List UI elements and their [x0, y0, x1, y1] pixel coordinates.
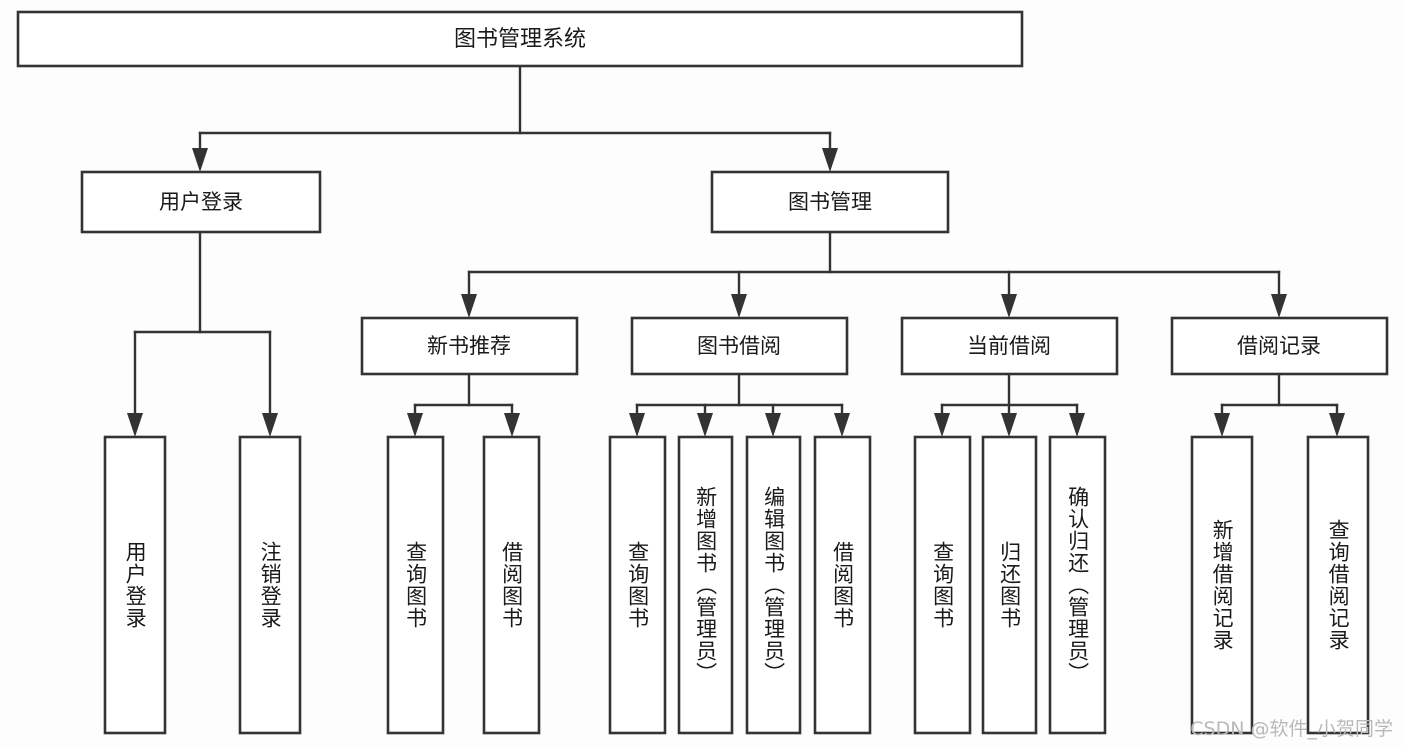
csdn-watermark: CSDN @软件_小贺同学 [1190, 718, 1393, 740]
arrow-head-leaf-edit-book [765, 413, 781, 437]
node-leaf-return-book[interactable] [981, 435, 1038, 735]
connector-group-root [192, 64, 838, 172]
arrow-head-leaf-query-record [1329, 413, 1345, 437]
node-current-borrow-label: 当前借阅 [967, 334, 1051, 358]
node-leaf-confirm-return[interactable] [1048, 435, 1107, 735]
arrow-head-current-borrow [1001, 294, 1017, 318]
arrow-head-leaf-query-book-3 [934, 413, 950, 437]
arrow-head-leaf-query-book-1 [407, 413, 423, 437]
arrow-head-leaf-return-book [1001, 413, 1017, 437]
node-book-borrow-label: 图书借阅 [697, 334, 781, 358]
arrow-head-leaf-add-record [1214, 413, 1230, 437]
arrow-head-leaf-confirm-return [1069, 413, 1085, 437]
node-leaf-query-book-1[interactable] [386, 435, 445, 735]
node-book-manage[interactable] [710, 170, 950, 234]
node-leaf-edit-book[interactable] [745, 435, 802, 735]
node-new-book-rec-label: 新书推荐 [427, 334, 511, 358]
connector-group-book-manage [461, 230, 1287, 318]
node-leaf-query-book-3[interactable] [913, 435, 972, 735]
connector-group-user-login [127, 230, 278, 437]
node-leaf-borrow-book-2[interactable] [813, 435, 872, 735]
connector-group-borrow-record [1214, 372, 1345, 437]
node-leaf-borrow-book-1[interactable] [482, 435, 541, 735]
connector-group-new-book-rec [407, 372, 520, 437]
arrow-head-leaf-query-book-2 [629, 413, 645, 437]
node-leaf-add-book[interactable] [677, 435, 734, 735]
arrow-head-book-manage [822, 148, 838, 172]
arrow-head-leaf-borrow-book-1 [504, 413, 520, 437]
arrow-head-borrow-record [1271, 294, 1287, 318]
node-root[interactable] [16, 10, 1024, 68]
arrow-head-new-book-rec [461, 294, 477, 318]
node-borrow-record[interactable] [1170, 316, 1389, 376]
arrow-head-leaf-add-book [697, 413, 713, 437]
node-new-book-rec[interactable] [360, 316, 579, 376]
node-leaf-query-book-2[interactable] [608, 435, 667, 735]
node-root-label: 图书管理系统 [454, 27, 586, 52]
arrow-head-leaf-borrow-book-2 [834, 413, 850, 437]
connector-group-book-borrow [629, 372, 850, 437]
node-leaf-query-record[interactable] [1306, 435, 1370, 735]
node-user-login[interactable] [80, 170, 322, 234]
arrow-head-book-borrow [731, 294, 747, 318]
node-leaf-user-login[interactable] [103, 435, 167, 735]
node-user-login-label: 用户登录 [159, 190, 243, 214]
arrow-head-leaf-user-logout [262, 413, 278, 437]
node-leaf-user-logout[interactable] [238, 435, 302, 735]
connector-group-current-borrow [934, 372, 1085, 437]
arrow-head-user-login [192, 148, 208, 172]
node-book-manage-label: 图书管理 [788, 190, 872, 214]
node-borrow-record-label: 借阅记录 [1237, 334, 1321, 358]
node-current-borrow[interactable] [900, 316, 1119, 376]
arrow-head-leaf-user-login [127, 413, 143, 437]
node-book-borrow[interactable] [630, 316, 849, 376]
node-leaf-add-record[interactable] [1190, 435, 1254, 735]
